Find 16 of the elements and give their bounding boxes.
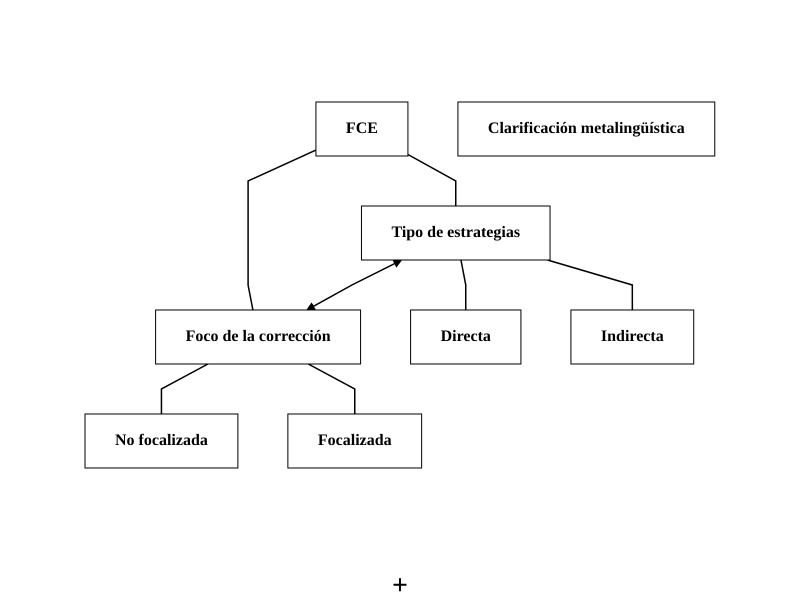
node-box: No focalizada	[84, 413, 238, 468]
node-box: Directa	[410, 310, 522, 364]
connector	[160, 363, 208, 414]
plus-sign: +	[392, 570, 408, 602]
connector	[308, 363, 356, 414]
node-box: Clarificación metalingüística	[458, 102, 716, 156]
connector	[247, 149, 316, 310]
node-box: FCE	[316, 102, 409, 156]
connector	[408, 154, 457, 206]
connector	[460, 260, 467, 310]
node-box: Indirecta	[570, 310, 694, 364]
node-box: Tipo de estrategias	[361, 206, 551, 260]
connector	[547, 259, 634, 310]
node-box: Foco de la corrección	[155, 310, 362, 364]
arrow	[306, 260, 402, 310]
node-box: Focalizada	[287, 413, 422, 468]
